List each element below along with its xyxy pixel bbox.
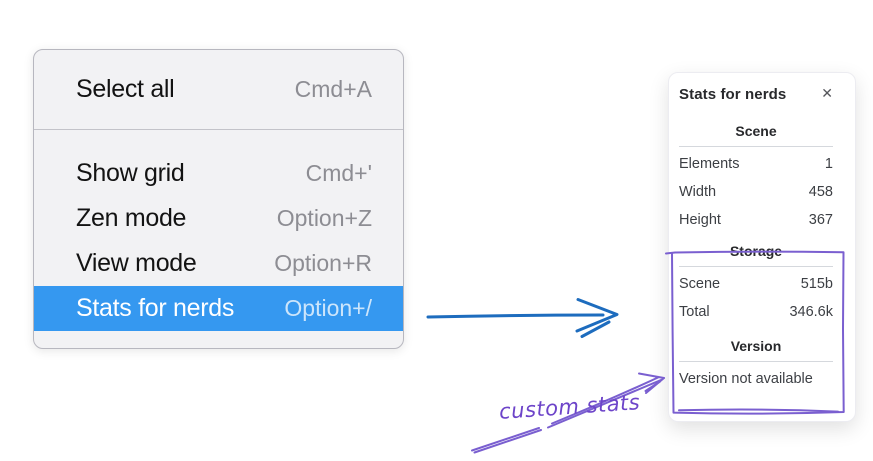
stat-row-width: Width 458 bbox=[679, 178, 833, 206]
menu-item-label: Show grid bbox=[76, 159, 185, 187]
stat-value: 367 bbox=[808, 212, 833, 228]
section-divider bbox=[679, 361, 833, 362]
annotation-label: custom stats bbox=[498, 390, 641, 424]
section-header-scene: Scene bbox=[735, 123, 777, 139]
menu-item-label: Stats for nerds bbox=[76, 294, 235, 322]
menu-item-shortcut: Cmd+' bbox=[305, 160, 372, 186]
stat-value: 1 bbox=[824, 156, 833, 172]
stat-value: 458 bbox=[808, 184, 833, 200]
version-message: Version not available bbox=[679, 371, 813, 387]
stat-row-height: Height 367 bbox=[679, 206, 833, 234]
menu-item-stats-for-nerds[interactable]: Stats for nerds Option+/ bbox=[34, 286, 403, 331]
stats-panel: Stats for nerds ✕ Scene Elements 1 Width… bbox=[668, 72, 856, 422]
stat-row-total-size: Total 346.6k bbox=[679, 298, 833, 326]
stat-row-elements: Elements 1 bbox=[679, 150, 833, 178]
menu-item-shortcut: Option+Z bbox=[276, 205, 372, 231]
menu-item-shortcut: Option+/ bbox=[284, 295, 372, 321]
menu-item-label: Zen mode bbox=[76, 204, 187, 232]
close-button[interactable]: ✕ bbox=[821, 86, 833, 102]
menu-item-select-all[interactable]: Select all Cmd+A bbox=[34, 50, 403, 129]
menu-item-view-mode[interactable]: View mode Option+R bbox=[34, 241, 403, 286]
menu-item-label: Select all bbox=[76, 75, 175, 103]
menu-divider bbox=[34, 129, 403, 130]
section-divider bbox=[679, 266, 833, 267]
context-menu: Select all Cmd+A Show grid Cmd+' Zen mod… bbox=[33, 49, 404, 349]
menu-item-shortcut: Option+R bbox=[274, 250, 372, 276]
close-icon: ✕ bbox=[821, 86, 833, 102]
menu-item-show-grid[interactable]: Show grid Cmd+' bbox=[34, 151, 403, 196]
stat-value: 346.6k bbox=[789, 304, 833, 320]
stat-row-scene-size: Scene 515b bbox=[679, 270, 833, 298]
menu-item-label: View mode bbox=[76, 249, 197, 277]
section-header-storage: Storage bbox=[729, 243, 783, 259]
stat-label: Width bbox=[679, 184, 717, 200]
menu-item-zen-mode[interactable]: Zen mode Option+Z bbox=[34, 196, 403, 241]
section-divider bbox=[679, 146, 833, 147]
panel-title: Stats for nerds bbox=[679, 86, 787, 103]
stat-label: Elements bbox=[679, 156, 740, 172]
stats-panel-header: Stats for nerds ✕ bbox=[679, 86, 833, 103]
stat-value: 515b bbox=[800, 276, 833, 292]
section-header-version: Version bbox=[730, 338, 782, 354]
flow-arrow bbox=[426, 298, 619, 338]
stat-label: Scene bbox=[679, 276, 721, 292]
menu-section: Show grid Cmd+' Zen mode Option+Z View m… bbox=[34, 130, 403, 331]
menu-item-shortcut: Cmd+A bbox=[294, 76, 372, 102]
stat-label: Height bbox=[679, 212, 721, 228]
stat-label: Total bbox=[679, 304, 710, 320]
